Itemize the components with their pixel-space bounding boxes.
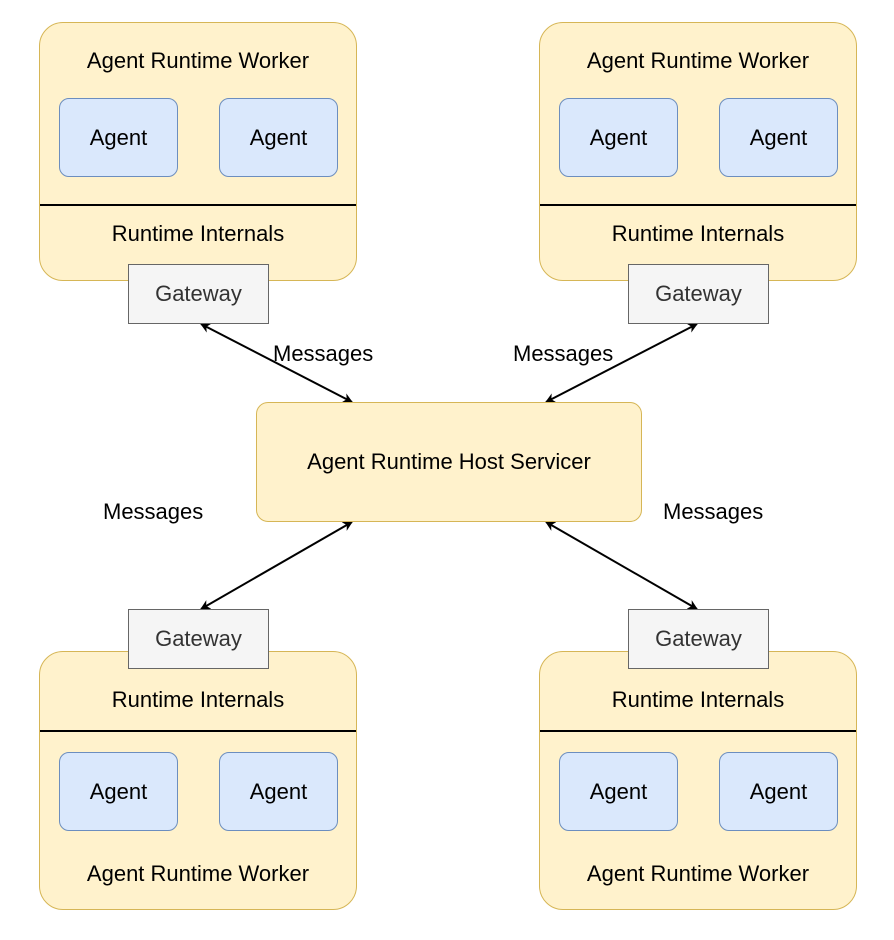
agent-node: Agent [219,98,338,177]
worker-section-internals [540,652,856,732]
agent-node: Agent [219,752,338,831]
worker-title: Agent Runtime Worker [586,861,810,886]
agent-node: Agent [559,98,678,177]
runtime-internals-label: Runtime Internals [611,687,785,712]
edge-bottom-left [200,521,353,610]
runtime-internals-label: Runtime Internals [111,687,285,712]
worker-bottom-right: Runtime Internals Agent Agent Agent Runt… [539,651,857,910]
gateway-top-right: Gateway [628,264,769,324]
gateway-bottom-left: Gateway [128,609,269,669]
worker-section-internals [40,652,356,732]
worker-top-right: Agent Runtime Worker Agent Agent Runtime… [539,22,857,281]
gateway-bottom-right: Gateway [628,609,769,669]
message-label-bottom-right: Messages [663,499,764,524]
worker-top-left: Agent Runtime Worker Agent Agent Runtime… [39,22,357,281]
worker-bottom-left: Runtime Internals Agent Agent Agent Runt… [39,651,357,910]
agent-node: Agent [59,752,178,831]
worker-section-agents [540,23,856,206]
agent-node: Agent [559,752,678,831]
message-label-bottom-left: Messages [103,499,204,524]
agent-node: Agent [719,98,838,177]
worker-section-agents [40,23,356,206]
edge-bottom-right [545,521,698,610]
agent-node: Agent [59,98,178,177]
gateway-top-left: Gateway [128,264,269,324]
agent-node: Agent [719,752,838,831]
runtime-internals-label: Runtime Internals [611,221,785,246]
runtime-internals-label: Runtime Internals [111,221,285,246]
message-label-top-left: Messages [273,341,374,366]
worker-title: Agent Runtime Worker [86,861,310,886]
worker-title: Agent Runtime Worker [586,48,810,73]
edge-top-right [545,323,698,403]
worker-title: Agent Runtime Worker [86,48,310,73]
message-label-top-right: Messages [513,341,614,366]
edge-top-left [200,323,353,403]
host-servicer: Agent Runtime Host Servicer [256,402,642,522]
